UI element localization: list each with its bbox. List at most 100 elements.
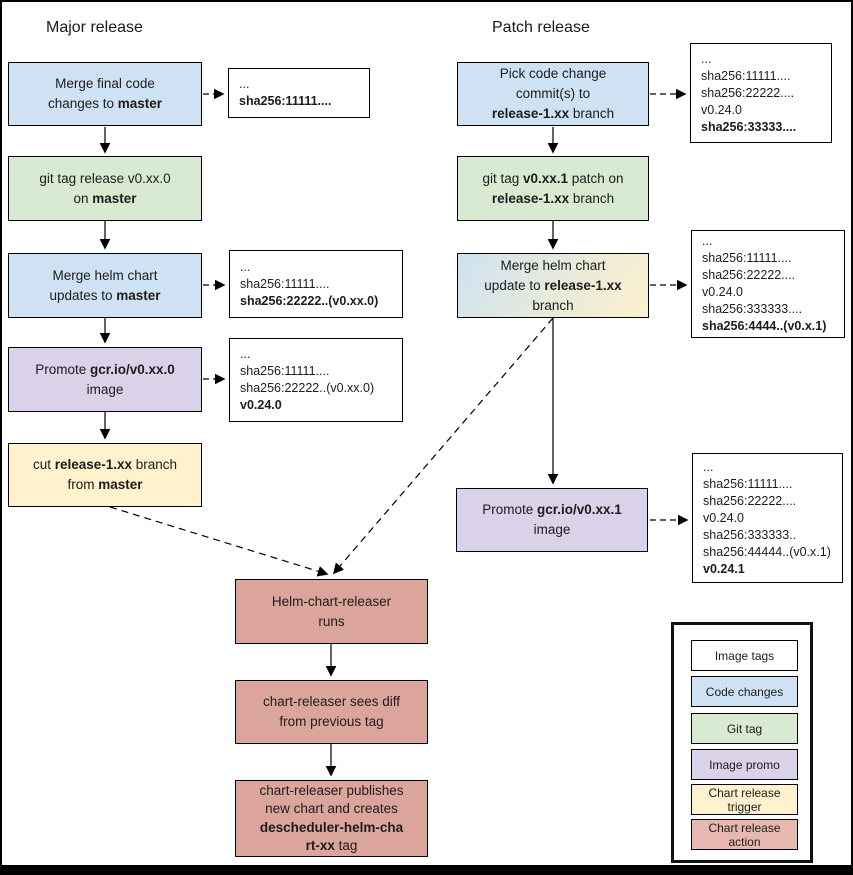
node-text: image xyxy=(533,522,571,537)
node-text: update to xyxy=(484,277,545,293)
annotation-line: ... xyxy=(240,347,251,361)
node-text: git tag xyxy=(482,170,523,186)
node-text: from previous tag xyxy=(279,714,384,729)
node-text: Promote xyxy=(35,361,90,377)
node-chart-releaser-diff: chart-releaser sees diff from previous t… xyxy=(235,680,428,744)
arrow-cut-branch-to-releaser xyxy=(109,506,329,577)
node-text: git tag release v0.xx.0 xyxy=(39,170,171,186)
annotation-line: sha256:11111.... xyxy=(240,276,330,291)
frame-right xyxy=(851,0,853,875)
annotation-line: sha256:4444..(v0.x.1) xyxy=(702,319,827,333)
node-text-bold: v0.xx.1 xyxy=(522,170,569,186)
node-text-bold: release-1.xx xyxy=(491,106,570,121)
node-text-bold: master xyxy=(92,190,137,206)
node-merge-helm-updates: Merge helm chart updates to master xyxy=(8,253,202,318)
node-merge-helm-update-release: Merge helm chart update to release-1.xx … xyxy=(457,253,649,318)
node-text-bold: gcr.io/v0.xx.0 xyxy=(89,361,175,377)
frame-bottom xyxy=(0,865,853,875)
legend: Image tags Code changes Git tag Image pr… xyxy=(671,622,813,863)
legend-item-git-tag: Git tag xyxy=(691,713,798,744)
annotation-line: sha256:33333.... xyxy=(701,119,797,134)
annotation-patch-promote-tags: ... sha256:11111.... sha256:22222.... v0… xyxy=(692,453,843,583)
node-text: Merge helm chart xyxy=(52,267,158,283)
node-pick-code-change: Pick code change commit(s) to release-1.… xyxy=(457,62,649,126)
annotation-line: sha256:22222..(v0.xx.0) xyxy=(240,293,379,308)
annotation-line: sha256:44444..(v0.x.1) xyxy=(703,544,831,559)
legend-item-image-tags: Image tags xyxy=(691,640,798,671)
node-text: Merge final code xyxy=(55,76,155,91)
legend-label: Image tags xyxy=(714,648,775,663)
title-major-release: Major release xyxy=(46,19,143,36)
annotation-line: sha256:11111.... xyxy=(239,94,332,108)
annotation-line: sha256:22222..(v0.xx.0) xyxy=(240,381,375,395)
annotation-line: v0.24.1 xyxy=(703,561,745,576)
node-text: branch xyxy=(532,297,574,313)
legend-label: Chart release action xyxy=(708,820,781,849)
node-text: branch xyxy=(132,457,178,472)
legend-label: Git tag xyxy=(726,721,763,736)
node-text: on xyxy=(73,190,93,206)
annotation-line: ... xyxy=(239,77,250,91)
legend-item-chart-release-action: Chart release action xyxy=(691,819,798,850)
node-cut-release-branch: cut release-1.xx branch from master xyxy=(8,443,202,507)
node-promote-image-v0xx0: Promote gcr.io/v0.xx.0 image xyxy=(8,347,202,412)
node-chart-releaser-publish: chart-releaser publishes new chart and c… xyxy=(235,780,428,857)
node-text: updates to xyxy=(49,287,117,303)
node-promote-image-v0xx1: Promote gcr.io/v0.xx.1 image xyxy=(456,488,648,552)
annotation-line: sha256:22222.... xyxy=(702,268,796,282)
annotation-line: ... xyxy=(703,459,714,474)
annotation-line: sha256:333333.. xyxy=(703,527,797,542)
annotation-line: sha256:11111.... xyxy=(703,476,793,491)
annotation-line: v0.24.0 xyxy=(701,102,743,117)
legend-item-image-promo: Image promo xyxy=(691,749,798,780)
node-text: patch on xyxy=(568,170,624,186)
node-merge-final-code: Merge final code changes to master xyxy=(8,62,202,126)
node-text-bold: release-1.xx xyxy=(544,277,622,293)
annotation-line: sha256:11111.... xyxy=(240,364,330,378)
annotation-line: v0.24.0 xyxy=(703,510,745,525)
node-text: branch xyxy=(569,106,615,121)
legend-label: Image promo xyxy=(709,757,780,772)
node-text: commit(s) to xyxy=(515,86,591,101)
node-text: branch xyxy=(569,190,615,206)
annotation-line: sha256:22222.... xyxy=(703,493,797,508)
node-text: runs xyxy=(318,613,345,629)
node-text-bold: master xyxy=(116,287,161,303)
node-text-bold: descheduler-helm-cha xyxy=(259,819,404,835)
node-text: new chart and creates xyxy=(265,801,398,816)
node-text: chart-releaser sees diff xyxy=(262,694,401,709)
annotation-patch-helm-tags: ... sha256:11111.... sha256:22222.... v0… xyxy=(691,230,845,338)
annotation-major-code-tags: ... sha256:11111.... xyxy=(228,68,370,118)
node-text: Helm-chart-releaser xyxy=(271,593,392,609)
node-text: cut xyxy=(32,457,55,472)
legend-label: Chart release trigger xyxy=(708,785,781,814)
annotation-line: sha256:11111.... xyxy=(701,68,791,83)
node-text-bold: gcr.io/v0.xx.1 xyxy=(536,502,622,517)
node-text: image xyxy=(86,381,124,397)
node-text-bold: release-1.xx xyxy=(54,457,133,472)
node-text: from xyxy=(67,477,99,492)
node-text: chart-releaser publishes xyxy=(259,782,404,798)
node-text: Pick code change xyxy=(499,66,607,81)
node-text-bold: release-1.xx xyxy=(491,190,570,206)
annotation-line: ... xyxy=(701,51,712,66)
node-text-bold: rt-xx xyxy=(305,838,335,853)
annotation-line: sha256:22222.... xyxy=(701,85,795,100)
node-text-bold: master xyxy=(98,477,143,492)
annotation-major-promote-tags: ... sha256:11111.... sha256:22222..(v0.x… xyxy=(229,338,403,422)
annotation-major-helm-tags: ... sha256:11111.... sha256:22222..(v0.x… xyxy=(229,250,403,318)
title-patch-release: Patch release xyxy=(492,19,590,36)
annotation-line: v0.24.0 xyxy=(240,398,282,412)
annotation-line: ... xyxy=(240,259,251,274)
node-text: Merge helm chart xyxy=(500,257,606,273)
legend-item-code-changes: Code changes xyxy=(691,676,798,707)
annotation-line: sha256:11111.... xyxy=(702,251,792,265)
legend-label: Code changes xyxy=(705,684,784,699)
annotation-patch-pick-tags: ... sha256:11111.... sha256:22222.... v0… xyxy=(690,43,832,143)
legend-item-chart-release-trigger: Chart release trigger xyxy=(691,784,798,815)
node-helm-chart-releaser-runs: Helm-chart-releaser runs xyxy=(235,579,428,644)
node-text-bold: master xyxy=(117,96,163,111)
node-text: tag xyxy=(334,838,358,853)
node-git-tag-patch: git tag v0.xx.1 patch on release-1.xx br… xyxy=(457,156,649,221)
